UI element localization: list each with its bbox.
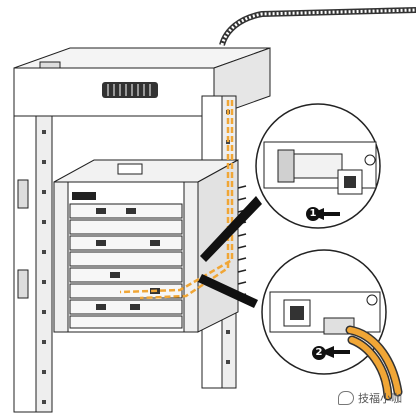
left-rack-post xyxy=(13,115,53,413)
insert-arrow-2 xyxy=(320,346,350,358)
callout-leader-top xyxy=(200,196,262,262)
step-2-marker: 2 xyxy=(312,346,326,360)
patch-cables xyxy=(345,325,403,401)
equipment-subrack xyxy=(53,159,239,333)
callout-leader-bottom xyxy=(198,274,258,308)
chat-bubble-icon xyxy=(338,391,354,405)
top-cable-tray xyxy=(13,47,271,117)
step-1-marker: 1 xyxy=(306,207,320,221)
watermark: 技福小咖 xyxy=(338,390,402,406)
fiber-side-stubs xyxy=(237,185,247,297)
callout-sfp-insert xyxy=(255,103,381,229)
overhead-conduit xyxy=(219,7,416,46)
watermark-text: 技福小咖 xyxy=(358,392,402,405)
